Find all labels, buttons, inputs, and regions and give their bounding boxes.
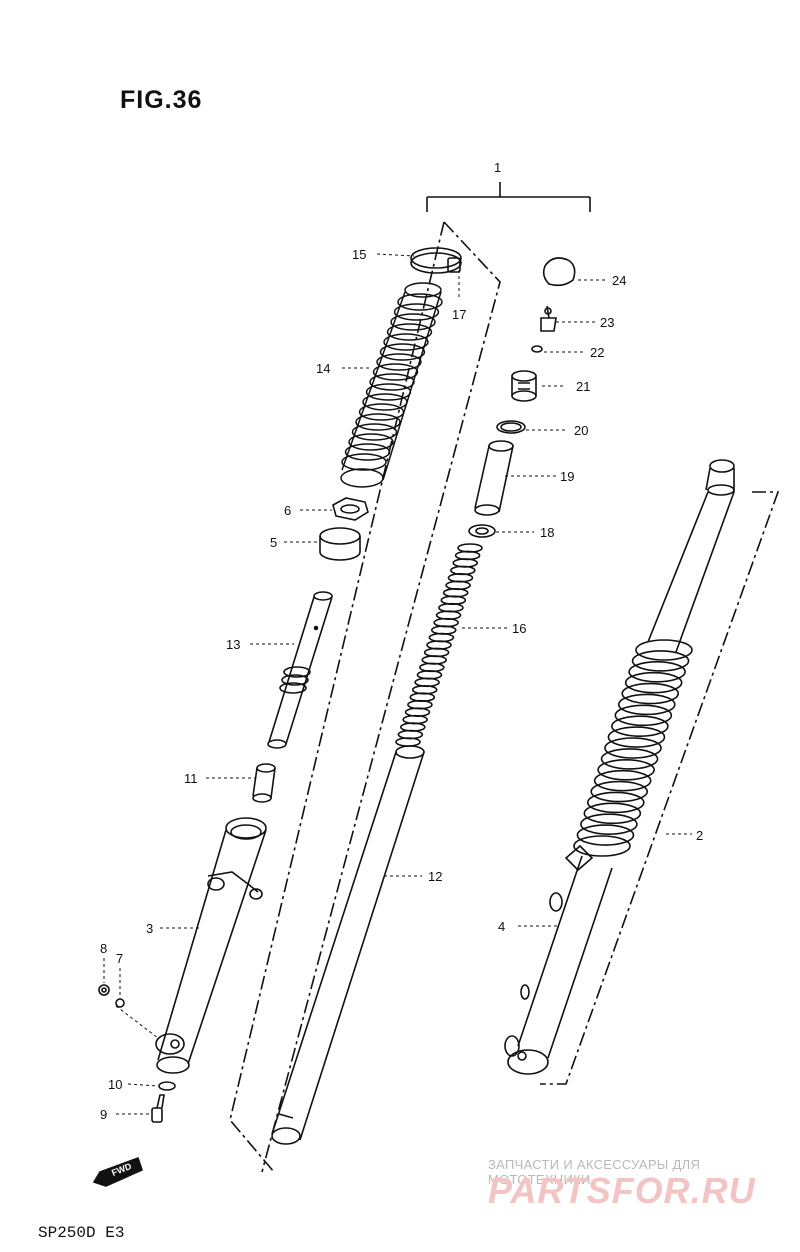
- callout-15: 15: [352, 247, 366, 262]
- callout-21: 21: [576, 379, 590, 394]
- callout-13: 13: [226, 637, 240, 652]
- bellows-fold: [348, 433, 394, 451]
- bellows-fold: [372, 363, 419, 381]
- watermark-brand: PARTSFOR.RU: [488, 1170, 756, 1211]
- part-10-washer: [158, 1081, 176, 1091]
- bellows-fold: [631, 650, 690, 672]
- callout-labels: 1 2 3 4 5 6 7 8 9 10 11 12 13 14 15 16 1…: [100, 160, 703, 1178]
- callout-20: 20: [574, 423, 588, 438]
- bellows-fold: [593, 769, 652, 792]
- callout-19: 19: [560, 469, 574, 484]
- part-13-damper-rod: [267, 591, 333, 749]
- callout-7: 7: [116, 951, 123, 966]
- bellows-fold: [576, 824, 635, 846]
- bellows-fold: [344, 443, 391, 461]
- leader-lines: [103, 253, 692, 1115]
- bellows-fold: [611, 715, 669, 738]
- assembly-outline: [229, 221, 501, 1173]
- part-21-cap-bolt: [511, 370, 537, 402]
- part-16-spring: [395, 543, 483, 747]
- bellows-fold: [386, 323, 433, 341]
- bellows-fold: [635, 639, 693, 661]
- part-19-spacer: [474, 440, 514, 516]
- bellows-fold: [390, 313, 436, 331]
- watermark-tagline: ЗАПЧАСТИ И АКСЕССУАРЫ ДЛЯ МОТОТЕХНИКИ: [488, 1157, 701, 1187]
- bellows-fold: [358, 403, 405, 421]
- part-15-clamp: [410, 247, 462, 274]
- callout-14: 14: [316, 361, 330, 376]
- bellows-fold: [355, 413, 401, 431]
- callout-9: 9: [100, 1107, 107, 1122]
- bellows-fold: [369, 373, 415, 391]
- spring-coil: [395, 737, 421, 747]
- part-20-o-ring: [496, 420, 526, 434]
- callout-4: 4: [498, 919, 505, 934]
- part-18-washer: [468, 524, 496, 538]
- callout-3: 3: [146, 921, 153, 936]
- part-2-fork-assembly: [504, 459, 735, 1075]
- callout-18: 18: [540, 525, 554, 540]
- bellows-fold: [607, 726, 666, 748]
- item2-outline: [540, 491, 780, 1085]
- part-22-ring: [531, 345, 543, 353]
- bellows-fold: [586, 791, 645, 814]
- forward-arrow-icon: [92, 1156, 143, 1188]
- callout-24: 24: [612, 273, 626, 288]
- bellows-fold: [621, 682, 680, 705]
- bellows-fold: [583, 802, 642, 825]
- bellows-fold: [341, 453, 387, 471]
- callout-5: 5: [270, 535, 277, 550]
- bellows-fold: [617, 693, 676, 716]
- callout-6: 6: [284, 503, 291, 518]
- part-6-plate: [332, 497, 369, 521]
- bellows-fold: [580, 813, 638, 836]
- part-9-drain-bolt: [151, 1094, 165, 1123]
- model-code: SP250D E3: [38, 1224, 125, 1242]
- bellows-fold: [365, 383, 412, 401]
- part-23-air-valve: [540, 305, 557, 332]
- bellows-fold: [614, 704, 673, 727]
- bellows-fold: [600, 748, 659, 770]
- callout-1: 1: [494, 160, 501, 175]
- callout-22: 22: [590, 345, 604, 360]
- bellows-fold: [573, 835, 631, 857]
- bellows-fold: [597, 758, 655, 781]
- part-7-washer: [115, 998, 125, 1008]
- callout-23: 23: [600, 315, 614, 330]
- bellows-fold: [351, 423, 398, 441]
- part-3-outer-tube-left: [155, 817, 267, 1074]
- bellows-fold: [604, 737, 662, 759]
- bellows-fold: [590, 780, 649, 803]
- part-8-bolt: [98, 984, 110, 996]
- bellows-fold: [397, 293, 443, 311]
- part-12-inner-tube: [271, 745, 425, 1145]
- part-11-collar: [252, 763, 276, 803]
- bracket-1: [426, 182, 591, 212]
- bellows-fold: [383, 333, 429, 351]
- bellows-fold: [376, 353, 422, 371]
- part-5-seal: [319, 527, 361, 561]
- bellows-fold: [624, 671, 683, 694]
- callout-10: 10: [108, 1077, 122, 1092]
- bellows-fold: [379, 343, 426, 361]
- callout-16: 16: [512, 621, 526, 636]
- callout-11: 11: [184, 771, 198, 786]
- part-24-cap: [542, 257, 576, 287]
- callout-2: 2: [696, 828, 703, 843]
- figure-title: FIG.36: [120, 86, 203, 114]
- bellows-fold: [393, 303, 440, 321]
- callout-8: 8: [100, 941, 107, 956]
- part-14-fork-boot: [340, 282, 443, 488]
- callout-12: 12: [428, 869, 442, 884]
- callout-17: 17: [452, 307, 466, 322]
- bellows-fold: [628, 660, 686, 683]
- bellows-fold: [362, 393, 408, 411]
